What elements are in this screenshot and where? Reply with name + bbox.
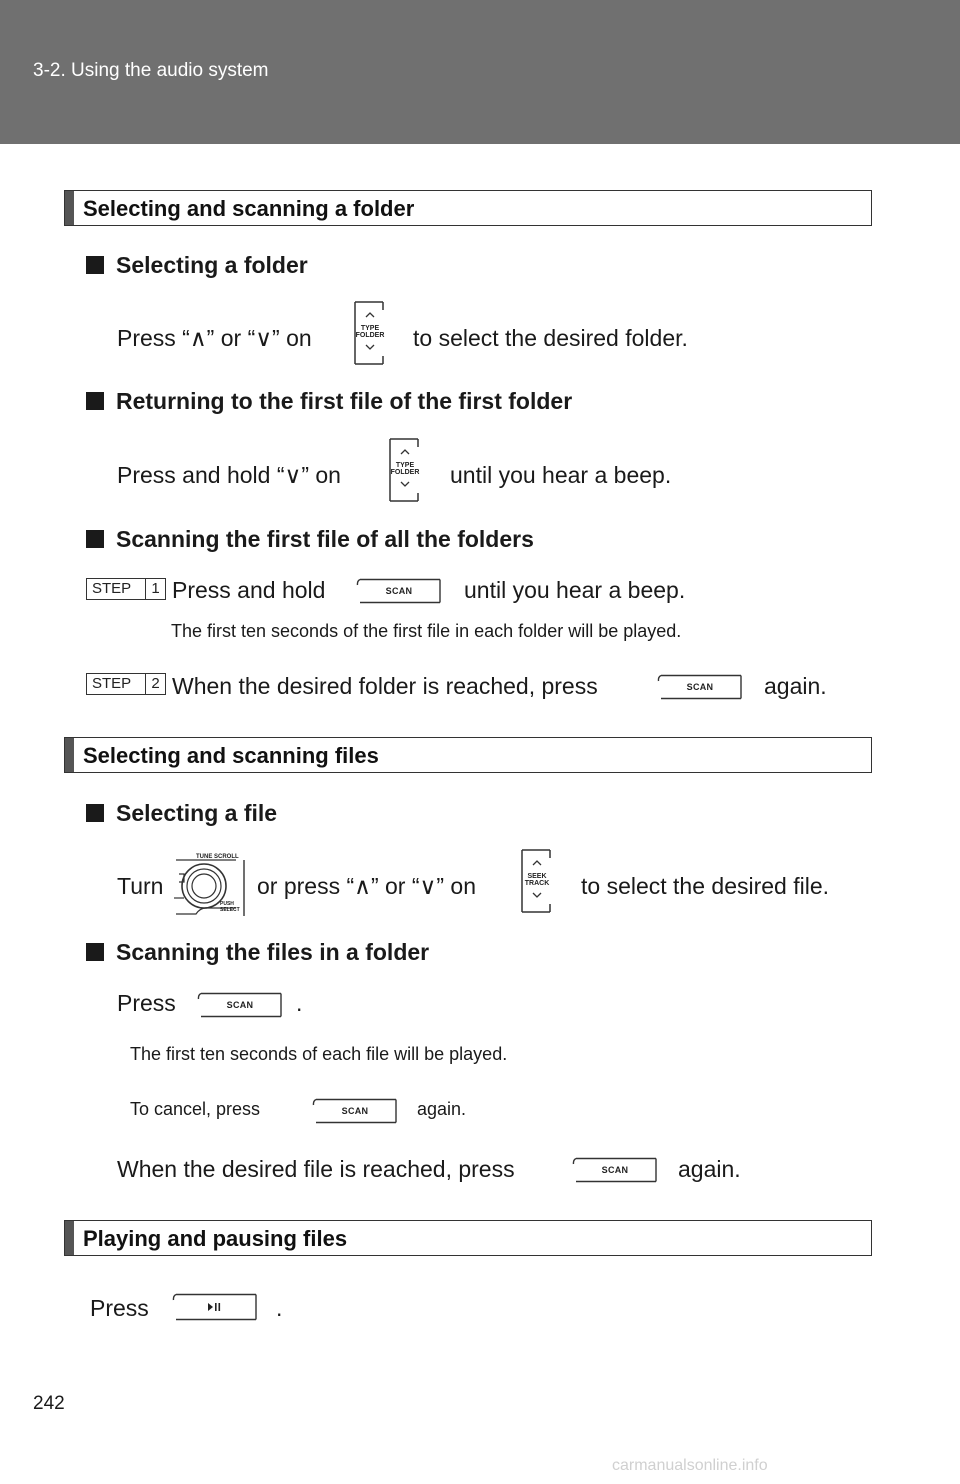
seek-track-button-outline [521,849,551,913]
instruction-text: Press “∧” or “∨” on [117,325,312,351]
step-1-text: Press and hold [172,577,326,603]
subheading-text: Selecting a file [116,800,278,826]
square-bullet-icon [86,943,104,961]
step-2-badge: STEP 2 [86,673,166,695]
subheading-text: Scanning the first file of all the folde… [116,526,534,552]
step-2-text: When the desired folder is reached, pres… [172,673,598,699]
knob-push-label: PUSH [220,901,234,907]
section-accent [65,738,74,772]
subheading-text: Scanning the files in a folder [116,939,430,965]
folder-label: FOLDER [355,332,385,339]
type-folder-button-outline [354,301,384,365]
type-folder-button[interactable]: TYPE FOLDER [388,437,422,503]
page-number: 242 [33,1393,65,1414]
play-pause-button[interactable] [172,1293,258,1321]
subheading-scanning-all: Scanning the first file of all the folde… [86,526,534,553]
tune-scroll-knob-icon [174,859,245,916]
scan-note: The first ten seconds of each file will … [130,1044,508,1064]
scan-label: SCAN [601,1165,629,1175]
instruction-text: When the desired file is reached, press [117,1156,515,1182]
type-label: TYPE [395,462,415,469]
instruction-text: again. [678,1156,741,1182]
knob-select-label: SELECT [220,907,240,913]
instruction-text: Press [90,1295,149,1321]
tune-scroll-knob[interactable]: TUNE SCROLL PUSH SELECT [170,852,248,918]
step-number: 2 [145,674,165,694]
track-label: TRACK [524,880,550,887]
section-title: Selecting and scanning a folder [83,196,415,221]
section-title: Selecting and scanning files [83,743,379,768]
instruction-text: Press [117,990,176,1016]
scan-label: SCAN [341,1106,369,1116]
scan-button-outline [572,1157,657,1183]
page-header: 3-2. Using the audio system [0,0,960,144]
scan-label: SCAN [686,682,714,692]
square-bullet-icon [86,530,104,548]
step-1-badge: STEP 1 [86,578,166,600]
type-folder-button-outline [389,438,419,502]
knob-top-label: TUNE SCROLL [196,854,239,860]
instruction-text: . [276,1295,283,1321]
scan-label: SCAN [385,586,413,596]
scan-button[interactable]: SCAN [657,674,743,700]
section-accent [65,191,74,225]
instruction-text: or press “∧” or “∨” on [257,873,476,899]
instruction-text: until you hear a beep. [450,462,672,488]
play-pause-icon [172,1293,257,1321]
scan-button-outline [197,992,282,1018]
subheading-scanning-files: Scanning the files in a folder [86,939,429,966]
section-accent [65,1221,74,1255]
section-heading-folder: Selecting and scanning a folder [64,190,872,226]
cancel-note: again. [417,1099,467,1119]
section-title: Playing and pausing files [83,1226,348,1251]
watermark: carmanualsonline.info [612,1457,768,1474]
folder-label: FOLDER [390,469,420,476]
step-number: 1 [145,579,165,599]
cancel-note: To cancel, press [130,1099,261,1119]
subheading-returning: Returning to the first file of the first… [86,388,572,415]
scan-button[interactable]: SCAN [197,992,283,1018]
section-heading-playing: Playing and pausing files [64,1220,872,1256]
seek-label: SEEK [527,873,547,880]
subheading-text: Returning to the first file of the first… [116,388,573,414]
step-label: STEP [92,580,132,597]
subheading-selecting-folder: Selecting a folder [86,252,308,279]
header-section-title: 3-2. Using the audio system [33,60,269,81]
step-2-text: again. [764,673,827,699]
type-label: TYPE [360,325,380,332]
instruction-text: to select the desired file. [581,873,830,899]
square-bullet-icon [86,392,104,410]
instruction-text: Turn [117,873,164,899]
instruction-text: . [296,990,303,1016]
scan-button-outline [312,1098,397,1124]
square-bullet-icon [86,804,104,822]
step-1-note: The first ten seconds of the first file … [171,621,682,641]
step-1-text: until you hear a beep. [464,577,686,603]
subheading-text: Selecting a folder [116,252,308,278]
instruction-text: to select the desired folder. [413,325,688,351]
scan-button-outline [356,578,441,604]
square-bullet-icon [86,256,104,274]
type-folder-button[interactable]: TYPE FOLDER [353,300,387,366]
section-heading-files: Selecting and scanning files [64,737,872,773]
scan-button[interactable]: SCAN [356,578,442,604]
scan-label: SCAN [226,1000,254,1010]
step-label: STEP [92,675,132,692]
subheading-selecting-file: Selecting a file [86,800,277,827]
scan-button[interactable]: SCAN [572,1157,658,1183]
seek-track-button[interactable]: SEEK TRACK [520,848,554,914]
instruction-text: Press and hold “∨” on [117,462,341,488]
scan-button-outline [657,674,742,700]
scan-button[interactable]: SCAN [312,1098,398,1124]
